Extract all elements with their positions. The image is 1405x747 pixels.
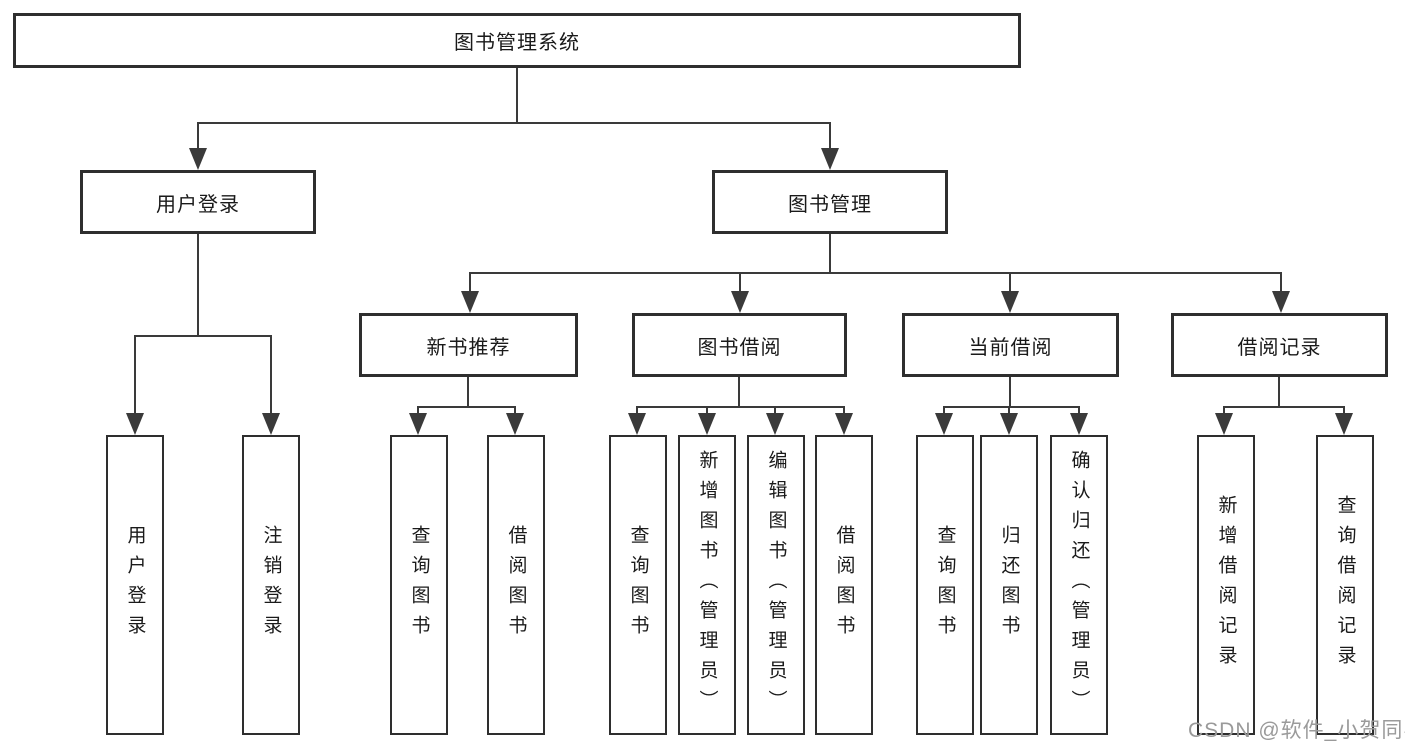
arrowhead-down-icon <box>1070 413 1088 435</box>
arrowhead-down-icon <box>821 148 839 170</box>
connector-line <box>1278 377 1280 408</box>
node-label: 图书借阅 <box>697 336 782 359</box>
connector-line <box>467 377 469 408</box>
arrowhead-down-icon <box>731 291 749 313</box>
leaf-query-books-current: 查询图书 <box>916 435 974 735</box>
connector-line <box>738 377 740 408</box>
connector-line <box>197 122 831 124</box>
connector-line <box>1223 406 1225 415</box>
connector-line <box>774 406 776 415</box>
node-library-management-system: 图书管理系统 <box>13 13 1021 68</box>
connector-line <box>1009 272 1011 293</box>
arrowhead-down-icon <box>1001 291 1019 313</box>
leaf-user-login: 用户登录 <box>106 435 164 735</box>
arrowhead-down-icon <box>1000 413 1018 435</box>
node-book-borrowing: 图书借阅 <box>632 313 847 377</box>
node-label: 当前借阅 <box>968 336 1053 359</box>
leaf-edit-books-admin: 编辑图书（管理员） <box>747 435 805 735</box>
connector-line <box>134 335 136 415</box>
leaf-label: 注销登录 <box>260 525 282 645</box>
leaf-label: 查询图书 <box>408 525 430 645</box>
node-new-book-recommendation: 新书推荐 <box>359 313 578 377</box>
node-borrowing-records: 借阅记录 <box>1171 313 1388 377</box>
connector-line <box>739 272 741 293</box>
node-label: 借阅记录 <box>1237 336 1322 359</box>
node-user-login: 用户登录 <box>80 170 316 234</box>
leaf-borrow-books: 借阅图书 <box>815 435 873 735</box>
connector-line <box>1008 406 1010 415</box>
leaf-label: 查询图书 <box>627 525 649 645</box>
connector-line <box>843 406 845 415</box>
leaf-label: 查询图书 <box>934 525 956 645</box>
connector-line <box>134 335 272 337</box>
arrowhead-down-icon <box>461 291 479 313</box>
arrowhead-down-icon <box>1215 413 1233 435</box>
node-label: 新书推荐 <box>426 336 511 359</box>
connector-line <box>943 406 1080 408</box>
leaf-label: 查询借阅记录 <box>1334 495 1356 675</box>
arrowhead-down-icon <box>1272 291 1290 313</box>
arrowhead-down-icon <box>506 413 524 435</box>
connector-line <box>270 335 272 415</box>
connector-line <box>514 406 516 415</box>
connector-line <box>197 122 199 150</box>
node-label: 用户登录 <box>156 193 240 216</box>
leaf-label: 新增借阅记录 <box>1215 495 1237 675</box>
arrowhead-down-icon <box>935 413 953 435</box>
leaf-return-books: 归还图书 <box>980 435 1038 735</box>
leaf-query-books-borrow: 查询图书 <box>609 435 667 735</box>
node-label: 图书管理 <box>788 193 872 216</box>
leaf-query-borrow-record: 查询借阅记录 <box>1316 435 1374 735</box>
leaf-label: 确认归还（管理员） <box>1068 450 1090 720</box>
arrowhead-down-icon <box>766 413 784 435</box>
leaf-borrow-books-recommend: 借阅图书 <box>487 435 545 735</box>
leaf-add-books-admin: 新增图书（管理员） <box>678 435 736 735</box>
connector-line <box>636 406 845 408</box>
connector-line <box>636 406 638 415</box>
connector-line <box>469 272 1282 274</box>
connector-line <box>197 234 199 335</box>
leaf-label: 借阅图书 <box>833 525 855 645</box>
arrowhead-down-icon <box>126 413 144 435</box>
arrowhead-down-icon <box>262 413 280 435</box>
connector-line <box>829 234 831 274</box>
leaf-label: 新增图书（管理员） <box>696 450 718 720</box>
leaf-label: 用户登录 <box>124 525 146 645</box>
csdn-watermark: CSDN @软件_小贺同学 <box>1188 719 1405 742</box>
connector-line <box>1009 377 1011 408</box>
leaf-label: 归还图书 <box>998 525 1020 645</box>
node-current-borrowing: 当前借阅 <box>902 313 1119 377</box>
leaf-label: 编辑图书（管理员） <box>765 450 787 720</box>
leaf-label: 借阅图书 <box>505 525 527 645</box>
node-book-management: 图书管理 <box>712 170 948 234</box>
connector-line <box>516 68 518 124</box>
connector-line <box>1280 272 1282 293</box>
connector-line <box>706 406 708 415</box>
arrowhead-down-icon <box>698 413 716 435</box>
connector-line <box>943 406 945 415</box>
connector-line <box>469 272 471 293</box>
leaf-query-books-recommend: 查询图书 <box>390 435 448 735</box>
arrowhead-down-icon <box>835 413 853 435</box>
arrowhead-down-icon <box>1335 413 1353 435</box>
arrowhead-down-icon <box>628 413 646 435</box>
leaf-add-borrow-record: 新增借阅记录 <box>1197 435 1255 735</box>
arrowhead-down-icon <box>409 413 427 435</box>
connector-line <box>829 122 831 150</box>
node-label: 图书管理系统 <box>454 32 580 54</box>
connector-line <box>417 406 516 408</box>
connector-line <box>1078 406 1080 415</box>
connector-line <box>417 406 419 415</box>
leaf-confirm-return-admin: 确认归还（管理员） <box>1050 435 1108 735</box>
arrowhead-down-icon <box>189 148 207 170</box>
connector-line <box>1223 406 1345 408</box>
connector-line <box>1343 406 1345 415</box>
leaf-logout: 注销登录 <box>242 435 300 735</box>
